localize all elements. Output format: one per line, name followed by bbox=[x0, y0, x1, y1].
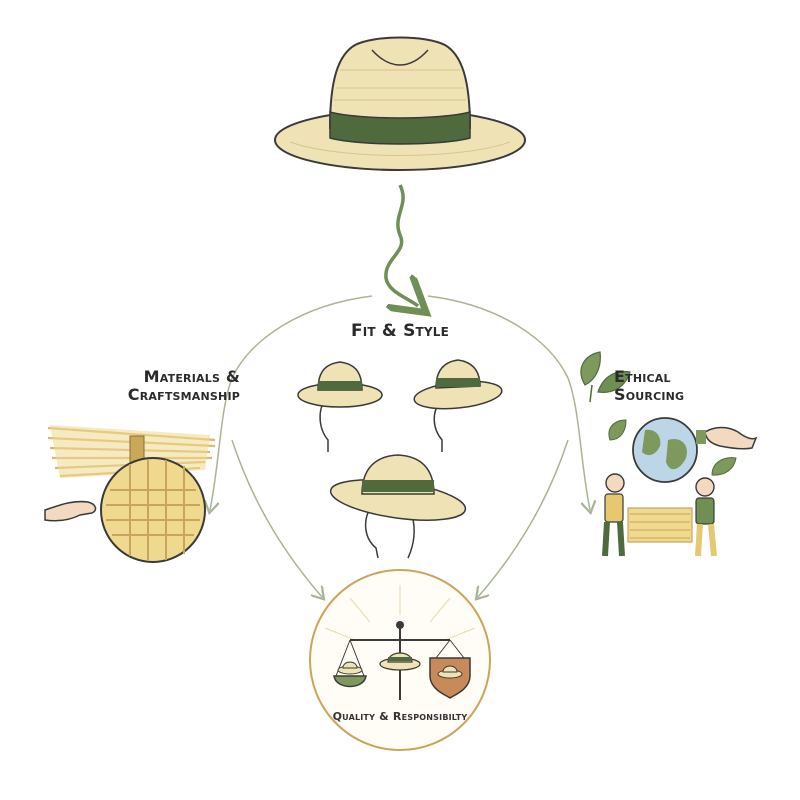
woven-disc-icon bbox=[100, 457, 206, 563]
connector-right-arc bbox=[427, 295, 590, 510]
handshake-icon bbox=[696, 426, 758, 450]
hat-on-head-icon bbox=[413, 359, 503, 452]
fit-style-label: Fit & Style bbox=[350, 321, 450, 341]
globe-icon bbox=[632, 417, 698, 483]
hand-icon bbox=[44, 500, 97, 522]
leaf-icon bbox=[711, 457, 737, 476]
shield-icon bbox=[429, 639, 471, 700]
materials-label: Materials & Craftsmanship bbox=[70, 367, 240, 405]
leaf-icon bbox=[608, 419, 627, 441]
ethical-label-line2: Sourcing bbox=[614, 385, 685, 405]
hat-on-head-icon bbox=[297, 361, 383, 452]
connector-left-arc bbox=[210, 295, 373, 510]
connector-right-down bbox=[478, 439, 569, 597]
leaf-icon bbox=[580, 351, 631, 403]
squiggle-arrow bbox=[384, 184, 418, 306]
main-hat-icon bbox=[274, 36, 526, 171]
materials-label-line2: Craftsmanship bbox=[127, 385, 240, 405]
ethical-label-line1: Ethical bbox=[614, 367, 671, 386]
connector-left-down bbox=[231, 439, 322, 597]
ethical-label: Ethical Sourcing bbox=[614, 367, 724, 405]
scale-icon bbox=[333, 621, 450, 700]
quality-label: Quality & Responsibilty bbox=[332, 710, 468, 723]
materials-label-line1: Materials & bbox=[143, 367, 240, 386]
people-icon bbox=[602, 473, 717, 557]
hat-on-head-icon bbox=[329, 454, 467, 559]
